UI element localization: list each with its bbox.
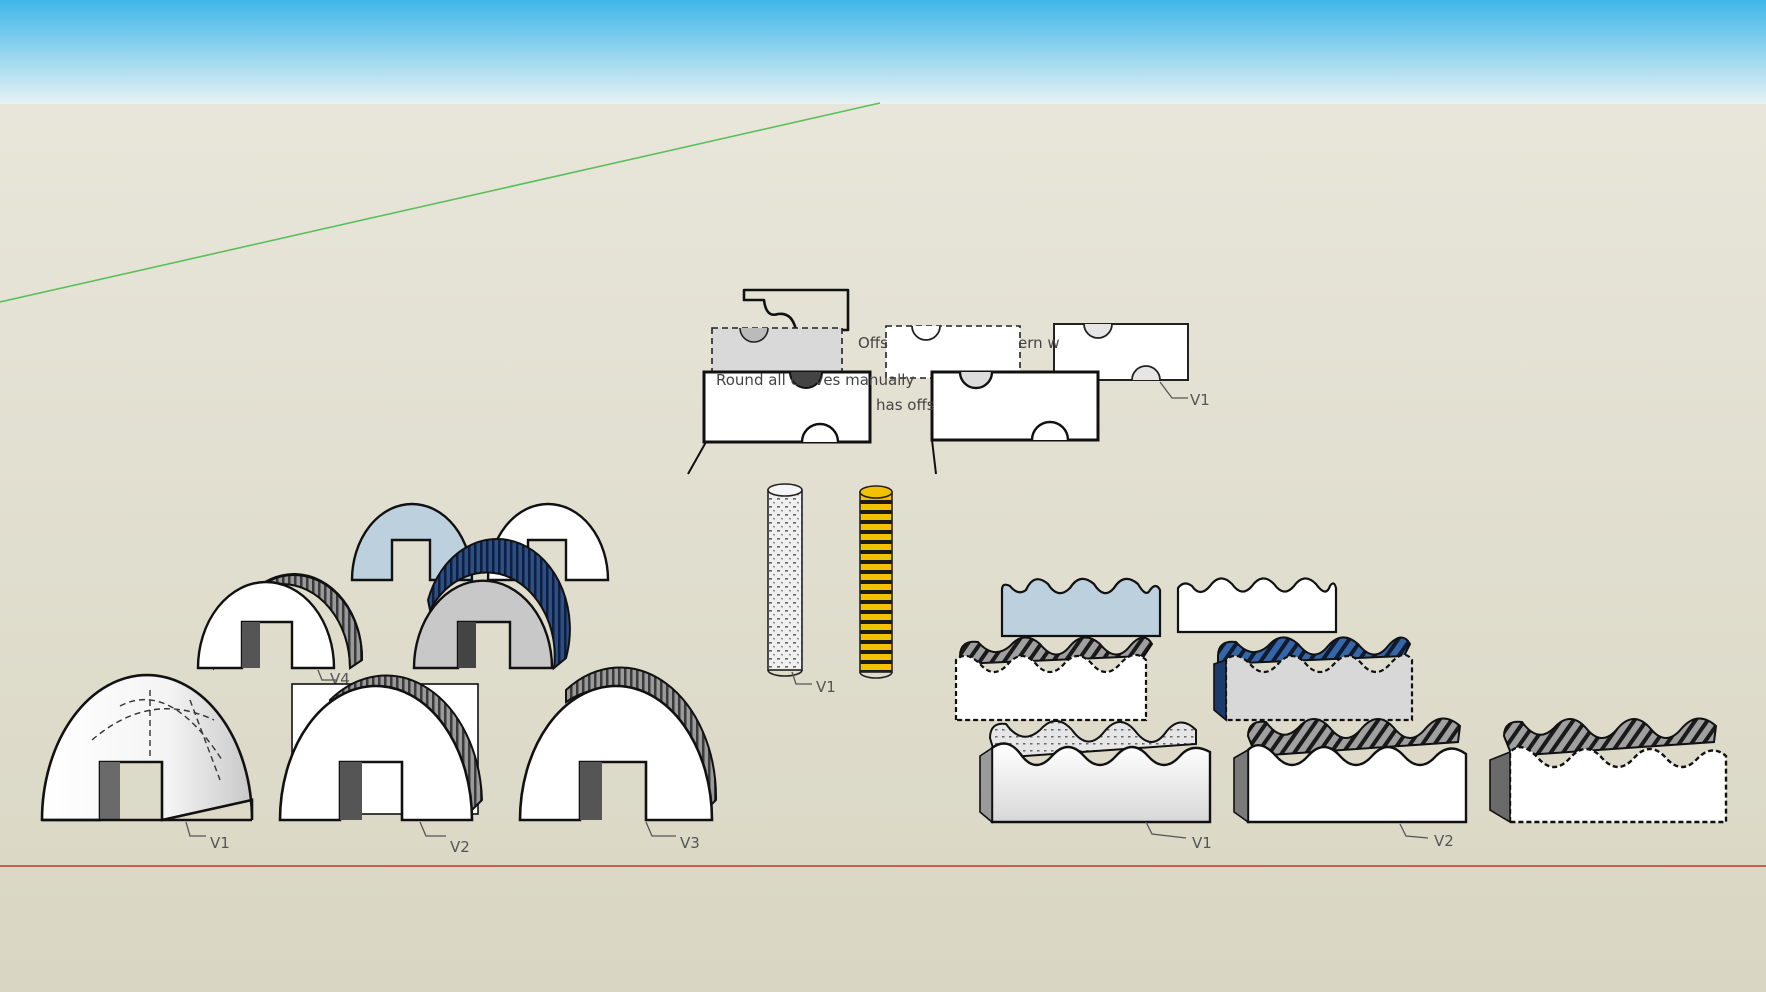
- rod-dotted[interactable]: [767, 483, 803, 677]
- wave-block-striped[interactable]: [1489, 717, 1728, 824]
- puzzle-block-front-left[interactable]: [702, 370, 872, 444]
- wave-block-dotted-v1[interactable]: [979, 720, 1212, 824]
- arch-ribbed-v2[interactable]: [278, 674, 484, 822]
- arch-ribbed-gray-v4[interactable]: [196, 572, 364, 671]
- note-offset: Offs: [858, 334, 888, 352]
- note-pattern: ern w: [1018, 334, 1060, 352]
- label-arch-v1: V1: [210, 834, 230, 852]
- leader-line: [317, 669, 336, 681]
- notch-top: [739, 327, 769, 343]
- leader-line: [645, 821, 676, 837]
- green-axis-line: [0, 102, 881, 303]
- wave-block-navy-striped[interactable]: [1213, 636, 1414, 722]
- puzzle-block-front-right[interactable]: [930, 370, 1100, 442]
- notch-top: [789, 371, 823, 389]
- puzzle-block-group[interactable]: [687, 288, 1189, 475]
- puzzle-block-center[interactable]: [885, 325, 1021, 379]
- arch-dome-v1[interactable]: [40, 673, 254, 822]
- notch-bottom: [1131, 365, 1161, 381]
- notch-top: [1083, 323, 1113, 339]
- label-arch-v3: V3: [680, 834, 700, 852]
- notch-top: [911, 325, 941, 341]
- leader-line: [791, 671, 812, 685]
- label-top-v1: V1: [1190, 391, 1210, 409]
- label-wave-v2: V2: [1434, 832, 1454, 850]
- label-rod-v1: V1: [816, 678, 836, 696]
- wave-flat-white[interactable]: [1176, 577, 1338, 634]
- leader-line: [1159, 381, 1188, 399]
- puzzle-block-dashed[interactable]: [711, 327, 843, 377]
- wave-flat-ice[interactable]: [1000, 577, 1162, 638]
- arch-ribbed-navy[interactable]: [412, 537, 571, 671]
- notch-bottom: [1030, 420, 1070, 441]
- note-round-curves: Round all curves manually: [716, 371, 914, 389]
- notch-bottom: [800, 422, 840, 443]
- leader-line: [1145, 821, 1187, 839]
- label-arch-v2: V2: [450, 838, 470, 856]
- note-has-offset: has offs: [876, 396, 935, 414]
- leader-line: [1399, 823, 1429, 839]
- leader-line: [185, 821, 206, 837]
- rod-yellow-striped[interactable]: [859, 485, 893, 679]
- wave-block-black-striped[interactable]: [954, 636, 1154, 722]
- notch-top: [958, 371, 994, 390]
- leader-line: [419, 821, 446, 837]
- arch-ribbed-v3[interactable]: [518, 666, 718, 822]
- sky: [0, 0, 1766, 106]
- label-wave-v1: V1: [1192, 834, 1212, 852]
- wave-block-striped-v2[interactable]: [1233, 717, 1468, 824]
